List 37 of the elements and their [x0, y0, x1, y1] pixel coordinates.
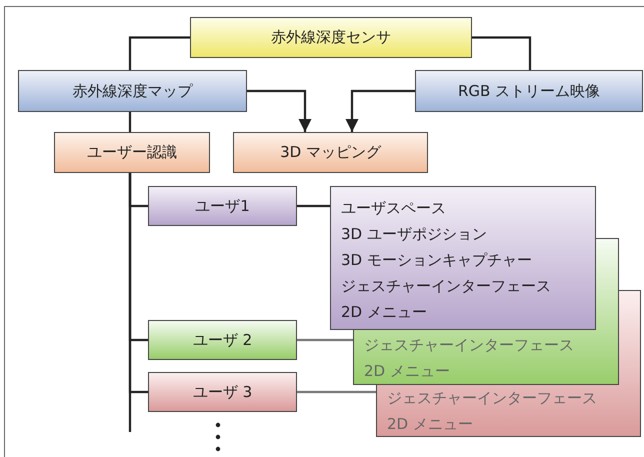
list-item: 3D モーションキャプチャー — [341, 250, 532, 271]
node-label: 3D マッピング — [280, 143, 381, 162]
info-card — [330, 186, 596, 330]
arrow — [247, 90, 312, 132]
list-item: ジェスチャーインターフェース — [341, 276, 551, 297]
process-box — [148, 372, 297, 412]
info-card — [376, 385, 641, 437]
node-label: ユーザー認識 — [87, 143, 177, 162]
list-item: 2D メニュー — [341, 302, 427, 323]
node-label: ユーザ1 — [195, 196, 250, 216]
connector-line — [297, 204, 330, 208]
list-item: ユーザスペース — [341, 198, 446, 219]
list-item: 2D メニュー — [364, 361, 450, 382]
connector-line — [297, 338, 353, 342]
connector-line — [297, 390, 376, 394]
process-box — [54, 132, 210, 173]
connector-line — [128, 173, 132, 432]
process-box — [148, 186, 297, 226]
connector-line — [472, 36, 532, 70]
process-box — [190, 17, 472, 58]
process-box — [18, 70, 247, 112]
node-label: RGB ストリーム映像 — [458, 82, 600, 100]
list-item: ジェスチャーインターフェース — [364, 335, 574, 356]
connector-line — [128, 36, 190, 70]
list-item: ジェスチャーインターフェース — [387, 388, 597, 409]
arrow — [345, 90, 415, 132]
list-item: 3D ユーザポジション — [341, 224, 487, 245]
process-box — [415, 70, 643, 112]
node-label: ユーザ 2 — [192, 330, 252, 350]
node-label: ユーザ 3 — [192, 382, 252, 402]
node-label: 赤外線深度センサ — [271, 28, 391, 47]
process-box — [148, 320, 297, 360]
node-label: 赤外線深度マップ — [72, 82, 192, 100]
process-box — [233, 132, 428, 173]
list-item: 2D メニュー — [387, 414, 473, 435]
connector-line — [128, 112, 132, 132]
info-card — [353, 330, 619, 385]
